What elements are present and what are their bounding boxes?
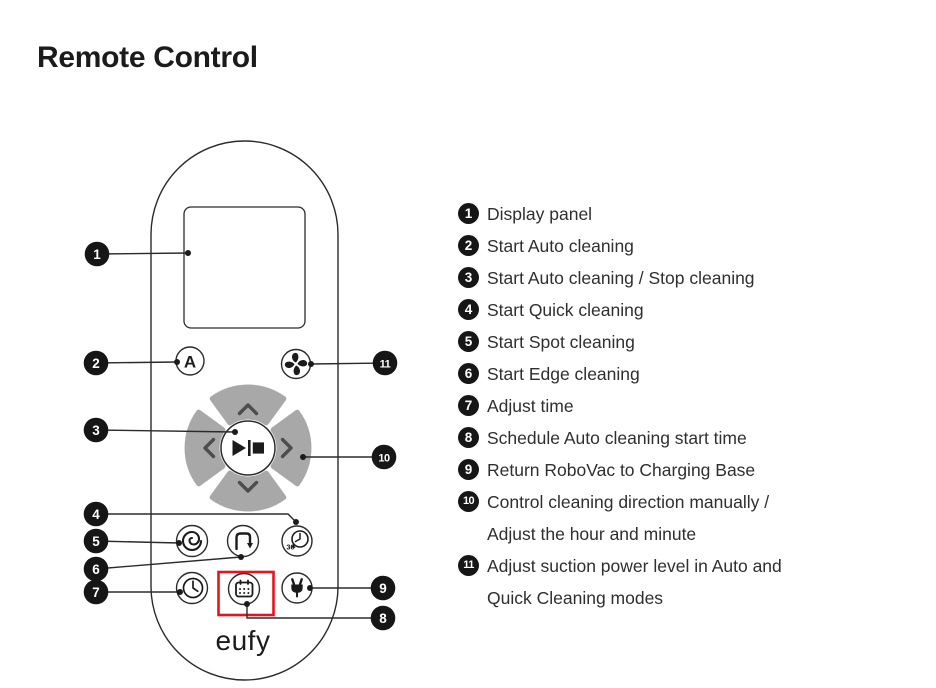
legend-badge: 2 [458,235,479,256]
charge-button [281,572,313,604]
legend-text: Start Spot cleaning [487,332,635,352]
legend-item-6: 6 Start Edge cleaning [458,358,838,390]
play-icon [232,440,246,456]
callout-7: 7 [83,579,109,605]
fan-icon [284,352,308,376]
adjust-time-button [175,571,209,605]
suction-power-button [280,348,312,380]
chevron-up-icon [237,403,259,416]
quick-clean-button: 30 [281,525,313,557]
edge-clean-button [226,524,260,558]
callout-1: 1 [84,241,110,267]
plug-icon [291,578,303,598]
stop-icon [252,442,264,454]
svg-text:30: 30 [286,543,294,552]
svg-text:8: 8 [379,611,387,626]
svg-text:3: 3 [92,423,100,438]
legend: 1 Display panel 2 Start Auto cleaning 3 … [458,198,838,614]
svg-text:2: 2 [92,356,100,371]
callout-3: 3 [83,417,109,443]
legend-item-8: 8 Schedule Auto cleaning start time [458,422,838,454]
eufy-logo: eufy [216,625,271,656]
legend-text: Start Auto cleaning / Stop cleaning [487,268,755,288]
callout-5: 5 [83,528,109,554]
legend-item-9: 9 Return RoboVac to Charging Base [458,454,838,486]
legend-item-4: 4 Start Quick cleaning [458,294,838,326]
callout-4: 4 [83,501,109,527]
legend-badge: 3 [458,267,479,288]
svg-text:6: 6 [92,562,100,577]
timer-30-icon: 30 [286,530,309,552]
legend-text: Schedule Auto cleaning start time [487,428,747,448]
clock-icon [182,577,204,599]
legend-badge: 1 [458,203,479,224]
legend-text-continuation: Adjust the hour and minute [487,524,697,544]
legend-item-7: 7 Adjust time [458,390,838,422]
callout-10: 10 [371,444,397,470]
svg-text:1: 1 [93,247,101,262]
svg-text:10: 10 [378,453,390,465]
svg-text:9: 9 [379,581,387,596]
callout-lines [95,252,386,619]
callout-9: 9 [370,575,396,601]
legend-text-continuation: Quick Cleaning modes [487,588,664,608]
callout-11: 11 [372,350,398,376]
callout-2: 2 [83,350,109,376]
legend-text: Adjust time [487,396,574,416]
page-title: Remote Control [37,41,258,74]
chevron-right-icon [280,437,293,459]
legend-item-5: 5 Start Spot cleaning [458,326,838,358]
schedule-button [227,572,261,606]
letter-a-label: A [184,353,196,372]
chevron-down-icon [237,480,259,493]
legend-text: Start Auto cleaning [487,236,634,256]
direction-pad [184,384,312,512]
svg-text:5: 5 [92,534,100,549]
legend-badge: 4 [458,299,479,320]
legend-item-11: 11 Adjust suction power level in Auto an… [458,550,838,582]
callout-dots [174,250,314,607]
corner-arrow-icon [235,532,253,551]
svg-text:4: 4 [92,507,100,522]
legend-badge: 9 [458,459,479,480]
legend-text: Start Edge cleaning [487,364,640,384]
callout-badges: 1 2 3 4 5 6 7 8 [83,241,398,631]
legend-badge: 11 [458,555,479,576]
callout-6: 6 [83,556,109,582]
schedule-highlight-box [217,570,275,617]
remote-diagram: A [83,140,398,681]
legend-item-3: 3 Start Auto cleaning / Stop cleaning [458,262,838,294]
spot-clean-button [175,524,209,558]
legend-text: Control cleaning direction manually / [487,492,770,512]
start-stop-button [220,420,276,476]
spiral-icon [181,530,203,552]
svg-text:11: 11 [380,359,391,371]
legend-badge: 7 [458,395,479,416]
svg-text:7: 7 [92,585,100,600]
legend-text: Start Quick cleaning [487,300,644,320]
legend-badge: 10 [458,491,479,512]
legend-text: Adjust suction power level in Auto and [487,556,782,576]
display-panel [183,206,306,329]
legend-item-1: 1 Display panel [458,198,838,230]
play-stop-icon [232,440,264,456]
calendar-icon [235,579,254,598]
legend-badge: 6 [458,363,479,384]
auto-clean-button: A [175,346,205,376]
legend-text: Display panel [487,204,593,224]
legend-item-10: 10 Control cleaning direction manually / [458,486,838,518]
legend-item-2: 2 Start Auto cleaning [458,230,838,262]
callout-8: 8 [370,605,396,631]
legend-text: Return RoboVac to Charging Base [487,460,756,480]
chevron-left-icon [203,437,216,459]
legend-badge: 8 [458,427,479,448]
legend-badge: 5 [458,331,479,352]
